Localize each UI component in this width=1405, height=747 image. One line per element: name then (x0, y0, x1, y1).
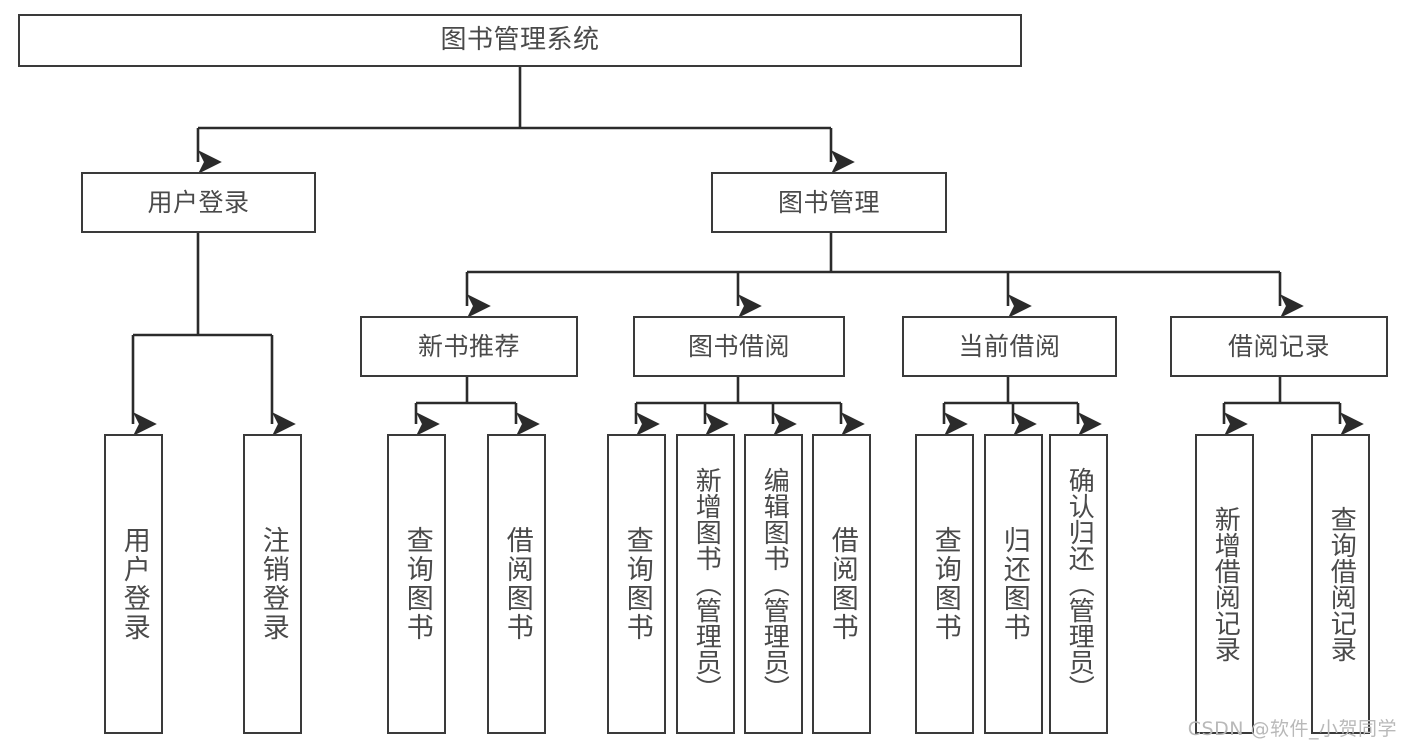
node-label: 新增借阅记录 (1210, 506, 1241, 662)
leaf-borrow-record-add[interactable]: 新增借阅记录 (1195, 434, 1254, 734)
leaf-book-borrow-edit[interactable]: 编辑图书（管理员） (744, 434, 803, 734)
leaf-book-borrow-query[interactable]: 查询图书 (607, 434, 666, 734)
leaf-borrow-record-query[interactable]: 查询借阅记录 (1311, 434, 1370, 734)
node-book-management[interactable]: 图书管理 (711, 172, 947, 233)
leaf-book-borrow-add[interactable]: 新增图书（管理员） (676, 434, 735, 734)
node-root-system[interactable]: 图书管理系统 (18, 14, 1022, 67)
node-user-login[interactable]: 用户登录 (81, 172, 316, 233)
node-label: 图书管理系统 (440, 25, 600, 56)
node-label: 查询图书 (929, 526, 961, 642)
node-book-borrow[interactable]: 图书借阅 (633, 316, 845, 377)
node-label: 图书借阅 (687, 331, 790, 361)
leaf-user-login-login[interactable]: 用户登录 (104, 434, 163, 734)
node-label: 注销登录 (257, 526, 289, 642)
node-label: 新增图书（管理员） (691, 467, 722, 701)
node-label: 借阅图书 (501, 526, 533, 642)
node-label: 编辑图书（管理员） (759, 467, 790, 701)
node-label: 当前借阅 (958, 331, 1061, 361)
node-label: 借阅图书 (826, 526, 858, 642)
node-label: 用户登录 (147, 187, 250, 217)
node-label: 新书推荐 (417, 331, 520, 361)
leaf-book-borrow-borrow[interactable]: 借阅图书 (812, 434, 871, 734)
watermark-text: CSDN @软件_小贺同学 (1187, 718, 1397, 740)
node-new-book-recommend[interactable]: 新书推荐 (360, 316, 578, 377)
leaf-current-borrow-confirm-return[interactable]: 确认归还（管理员） (1049, 434, 1108, 734)
leaf-current-borrow-query[interactable]: 查询图书 (915, 434, 974, 734)
node-label: 归还图书 (998, 526, 1030, 642)
node-label: 查询借阅记录 (1326, 506, 1357, 662)
node-current-borrow[interactable]: 当前借阅 (902, 316, 1117, 377)
leaf-new-book-query[interactable]: 查询图书 (387, 434, 446, 734)
node-label: 查询图书 (621, 526, 653, 642)
node-label: 用户登录 (118, 526, 150, 642)
node-borrow-record[interactable]: 借阅记录 (1170, 316, 1388, 377)
node-label: 查询图书 (401, 526, 433, 642)
node-label: 确认归还（管理员） (1064, 467, 1095, 701)
leaf-current-borrow-return[interactable]: 归还图书 (984, 434, 1043, 734)
node-label: 借阅记录 (1227, 331, 1330, 361)
node-label: 图书管理 (777, 187, 880, 217)
leaf-new-book-borrow[interactable]: 借阅图书 (487, 434, 546, 734)
leaf-user-login-logout[interactable]: 注销登录 (243, 434, 302, 734)
